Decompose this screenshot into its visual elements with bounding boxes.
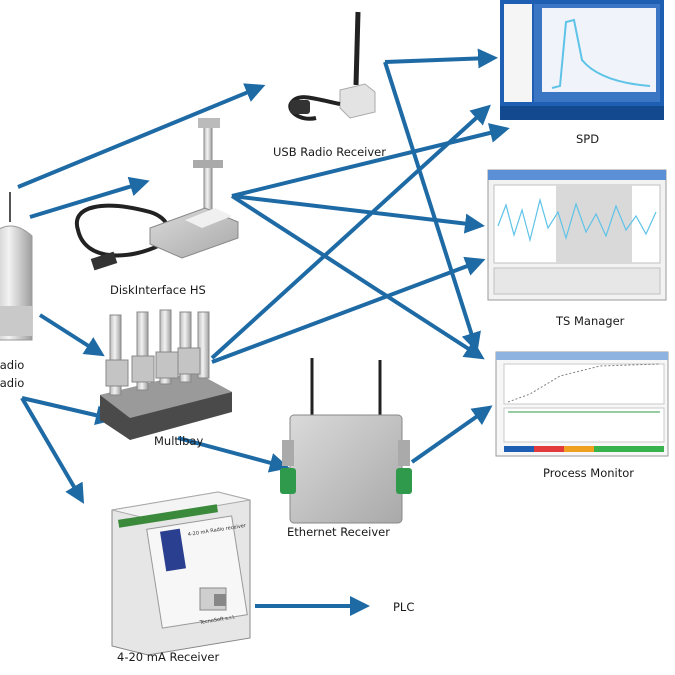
arrow-ethernet-process (410, 405, 493, 464)
label-disk-interface-hs: DiskInterface HS (110, 283, 206, 297)
process-status-bar (504, 446, 664, 452)
disk-interface-icon (74, 118, 239, 271)
ts-manager-screen (487, 169, 667, 301)
arrow-radio-ma (20, 396, 85, 504)
ma-receiver-device-brand: TecnoSoft s.r.l. (198, 614, 236, 626)
label-plc: PLC (393, 600, 415, 614)
label-ts-manager: TS Manager (556, 314, 625, 328)
label-4-20ma-receiver: 4-20 mA Receiver (117, 650, 220, 664)
arrow-usb-process (383, 61, 481, 353)
arrow-multibay-ts (211, 256, 486, 364)
multibay-icon (100, 309, 232, 440)
process-monitor-screen (495, 351, 669, 457)
label-multibay: Multibay (154, 434, 204, 448)
arrow-radio-disk (29, 176, 150, 219)
ma-receiver-icon (111, 491, 251, 656)
arrow-radio-ethernet (21, 396, 116, 426)
spd-screen (500, 0, 664, 120)
ethernet-receiver-icon (280, 358, 412, 524)
arrow-multibay-spd (210, 104, 491, 360)
arrows (17, 48, 510, 616)
arrow-radio-usb (17, 83, 266, 189)
arrow-disk-spd (231, 123, 510, 198)
usb-receiver-icon (288, 11, 376, 121)
label-usb-radio-receiver: USB Radio Receiver (273, 145, 386, 159)
label-spd: SPD (576, 132, 600, 146)
label-ethernet-receiver: Ethernet Receiver (287, 525, 390, 539)
arrow-radio-multibay (38, 313, 105, 357)
label-process-monitor: Process Monitor (543, 466, 634, 480)
arrow-disk-process (230, 194, 485, 360)
label-radio-1: Radio (0, 358, 25, 372)
arrow-usb-spd (384, 48, 498, 69)
arrow-multibay-ethernet (177, 436, 290, 473)
label-radio-2: Radio (0, 376, 25, 390)
arrow-disk-ts (231, 194, 485, 234)
radio-logger-icon (0, 192, 33, 341)
